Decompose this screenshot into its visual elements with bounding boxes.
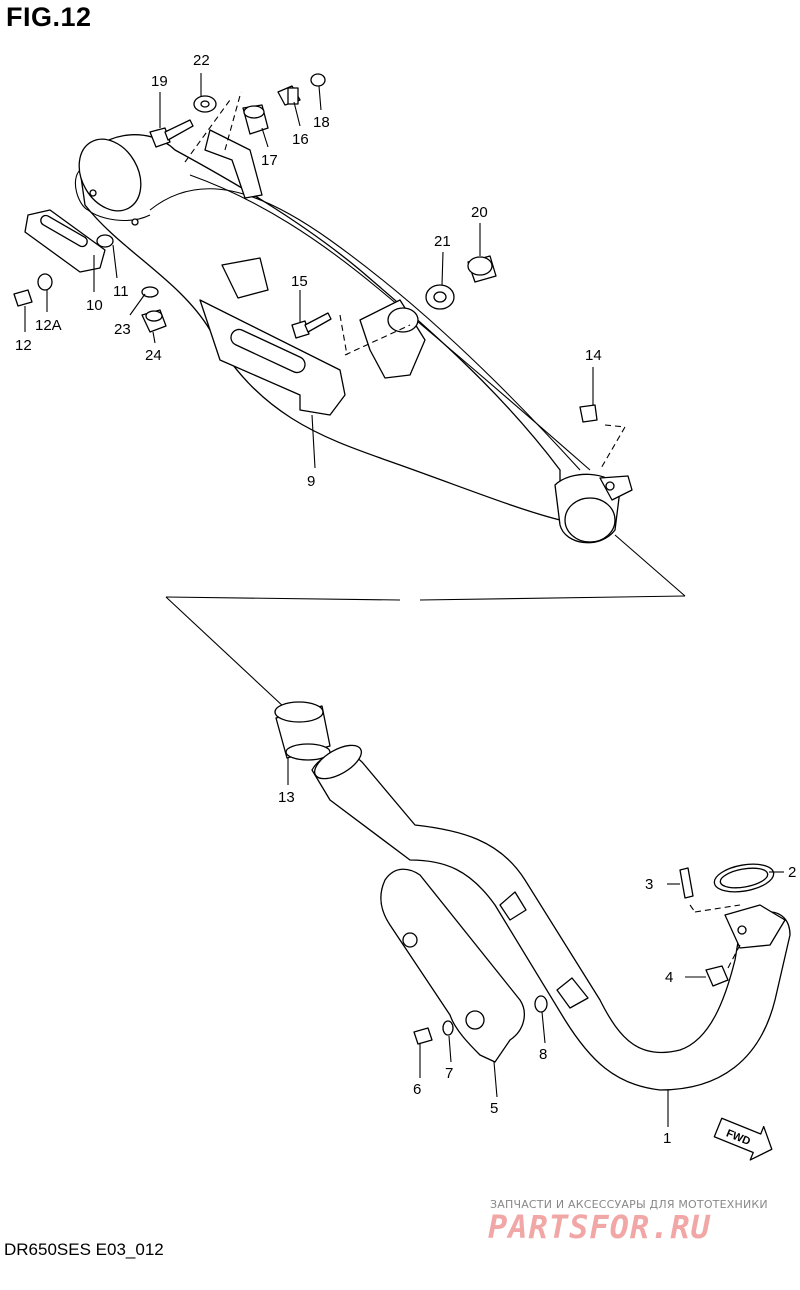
plate-10-slot: [40, 214, 88, 248]
callout-labels: 22 19 17 16 18 20 21 15 14 9 10 11 12A 1…: [15, 52, 796, 1147]
callout-20: 20: [471, 204, 488, 221]
bolt-14: [579, 404, 598, 423]
pipe-bracket-lower: [556, 977, 589, 1009]
endcap-hole-1: [89, 189, 97, 197]
washer-12a: [37, 273, 53, 291]
muffler-assembly: [74, 129, 633, 544]
callout-15: 15: [291, 273, 308, 290]
washer-11: [96, 234, 114, 248]
callout-11: 11: [113, 283, 129, 300]
callout-9: 9: [307, 473, 315, 490]
callout-5: 5: [490, 1100, 498, 1117]
stud-3: [679, 867, 694, 899]
pipe-heat-shield: [380, 868, 525, 1063]
outlet-ring: [564, 497, 616, 543]
callout-23: 23: [114, 321, 131, 338]
callout-22: 22: [193, 52, 210, 69]
clip-23: [141, 286, 159, 298]
callout-4: 4: [665, 969, 673, 986]
callout-13: 13: [278, 789, 295, 806]
figure-title: FIG.12: [6, 2, 92, 32]
pipe-flange: [724, 904, 786, 949]
callout-18: 18: [313, 114, 330, 131]
plate-10: [24, 209, 106, 273]
outlet-bracket-hole: [605, 481, 615, 491]
fwd-arrow: FWD: [713, 1117, 773, 1161]
gasket-13: [274, 701, 331, 785]
nut-4: [705, 965, 729, 987]
pipe-bracket-upper: [499, 891, 527, 921]
diagram-code: DR650SES E03_012: [4, 1240, 164, 1259]
callout-10: 10: [86, 297, 103, 314]
callout-1: 1: [663, 1130, 671, 1147]
callout-19: 19: [151, 73, 168, 90]
pipe-hardware: [413, 863, 784, 1127]
washer-7: [442, 1020, 454, 1036]
endcap-hole-2: [131, 218, 139, 226]
connection-lines: [165, 534, 686, 709]
callout-7: 7: [445, 1065, 453, 1082]
watermark-subtitle: ЗАПЧАСТИ И АКСЕССУАРЫ ДЛЯ МОТОТЕХНИКИ: [490, 1198, 768, 1211]
callout-12: 12: [15, 337, 32, 354]
exhaust-pipe-body: [311, 752, 791, 1091]
bolt-12: [13, 289, 33, 307]
watermark-logo: PARTSFOR.RU: [488, 1208, 711, 1246]
shield-clip: [221, 257, 269, 299]
pipe-inlet: [314, 744, 362, 780]
callout-21: 21: [434, 233, 451, 250]
callout-2: 2: [788, 864, 796, 881]
nut-18: [310, 73, 326, 87]
muffler-endcap: [74, 169, 151, 221]
callout-24: 24: [145, 347, 162, 364]
callout-3: 3: [645, 876, 653, 893]
top-mount-bracket: [204, 129, 263, 199]
shield-slot: [230, 328, 306, 374]
leader-lines-top: [24, 73, 626, 471]
collar-16-shaft: [287, 87, 299, 105]
bolt-6: [413, 1027, 433, 1045]
muffler-hardware: [13, 73, 598, 423]
callout-6: 6: [413, 1081, 421, 1098]
washer-8: [534, 995, 548, 1013]
callout-8: 8: [539, 1046, 547, 1063]
mid-mount-grommet: [387, 307, 419, 333]
callout-17: 17: [261, 152, 278, 169]
muffler-seam-inner: [189, 174, 591, 471]
muffler-seam-top: [149, 188, 581, 471]
exhaust-pipe: [311, 744, 791, 1091]
callout-16: 16: [292, 131, 309, 148]
callout-14: 14: [585, 347, 602, 364]
callout-12a: 12A: [35, 317, 62, 334]
